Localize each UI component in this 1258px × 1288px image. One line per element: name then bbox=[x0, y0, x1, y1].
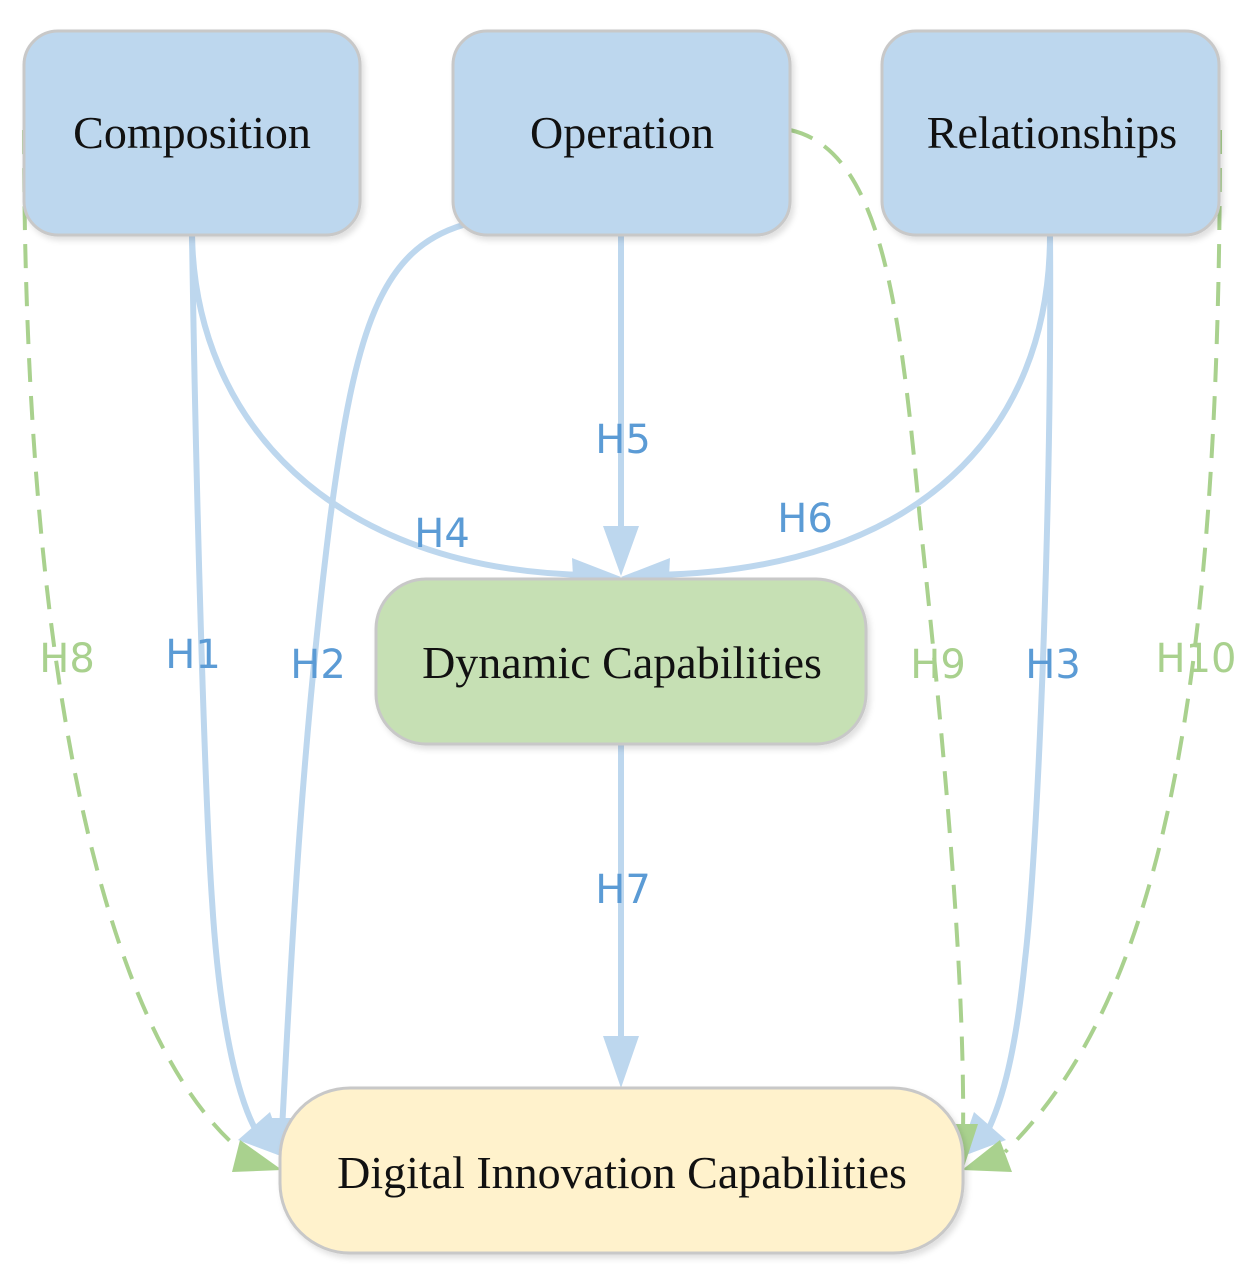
edge-labels: H1 H2 H3 H4 H5 H6 H7 H8 H9 H10 bbox=[39, 417, 1236, 913]
node-composition: Composition bbox=[22, 29, 362, 237]
edge-label-h10: H10 bbox=[1156, 636, 1237, 682]
node-label: Operation bbox=[530, 107, 714, 158]
arrowhead-h7 bbox=[603, 1036, 639, 1088]
node-label: Composition bbox=[73, 107, 311, 158]
edge-label-h5: H5 bbox=[595, 417, 651, 463]
edge-label-h7: H7 bbox=[595, 867, 651, 913]
node-box bbox=[22, 29, 362, 237]
arrowhead-h10 bbox=[962, 1140, 1012, 1172]
edge-label-h9: H9 bbox=[910, 642, 966, 688]
node-label: Digital Innovation Capabilities bbox=[337, 1147, 907, 1198]
edge-h9 bbox=[789, 128, 966, 1141]
edge-label-h3: H3 bbox=[1025, 642, 1081, 688]
edge-h10 bbox=[1003, 129, 1222, 1154]
edge-h3 bbox=[979, 234, 1054, 1144]
node-relationships: Relationships bbox=[880, 29, 1221, 237]
node-label: Dynamic Capabilities bbox=[422, 637, 822, 688]
edge-h8 bbox=[22, 129, 242, 1152]
node-dynamic-capabilities: Dynamic Capabilities bbox=[374, 577, 868, 746]
edge-label-h8: H8 bbox=[39, 636, 95, 682]
node-digital-innovation-capabilities: Digital Innovation Capabilities bbox=[278, 1086, 965, 1255]
edge-h2 bbox=[279, 222, 464, 1131]
node-box bbox=[278, 1086, 965, 1255]
node-operation: Operation bbox=[451, 29, 792, 237]
edge-h4 bbox=[189, 234, 589, 578]
edge-label-h6: H6 bbox=[777, 496, 833, 542]
edge-h6 bbox=[654, 234, 1053, 578]
edge-label-h4: H4 bbox=[414, 511, 470, 557]
node-box bbox=[451, 29, 792, 237]
node-box bbox=[374, 577, 868, 746]
solid-edges bbox=[189, 222, 1054, 1144]
node-label: Relationships bbox=[927, 107, 1177, 158]
edge-label-h2: H2 bbox=[290, 642, 346, 688]
arrowhead-h8 bbox=[232, 1140, 282, 1172]
arrowhead-h5 bbox=[603, 526, 639, 576]
dashed-edges bbox=[22, 128, 1222, 1154]
edge-label-h1: H1 bbox=[165, 632, 221, 678]
node-box bbox=[880, 29, 1221, 237]
edge-h1 bbox=[189, 234, 265, 1142]
